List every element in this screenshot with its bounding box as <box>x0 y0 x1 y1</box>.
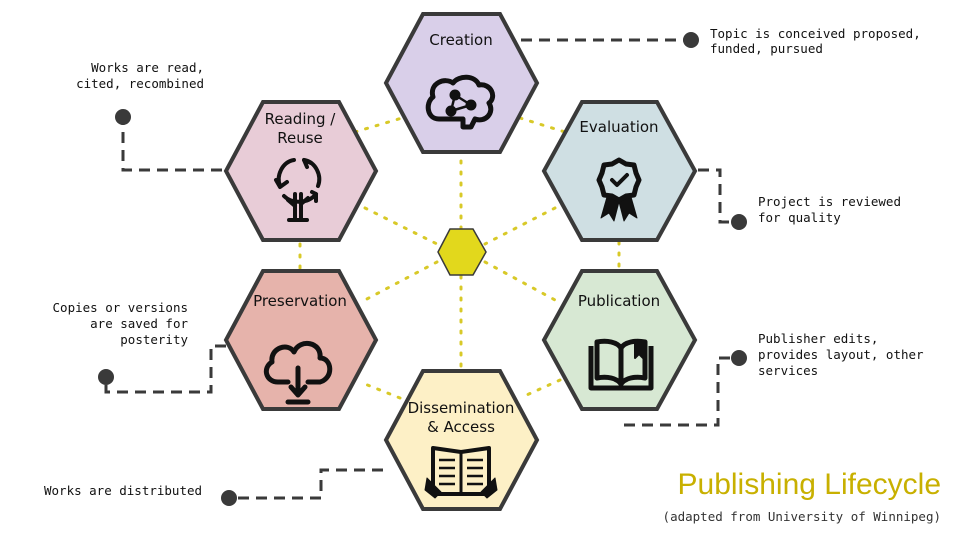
hex-dissemination: Dissemination & Access <box>383 369 540 511</box>
hex-publication-shape <box>541 269 698 411</box>
note-creation-1: Topic is conceived proposed, <box>710 26 921 41</box>
ring-reading-creation <box>353 116 404 134</box>
brain-network-icon <box>425 74 496 130</box>
leader-dot-creation <box>683 32 699 48</box>
leader-dot-dissemination <box>221 490 237 506</box>
note-preservation-2: are saved for <box>90 316 188 331</box>
diagram-subtitle: (adapted from University of Winnipeg) <box>663 509 941 524</box>
diagram-title: Publishing Lifecycle <box>678 468 941 501</box>
note-preservation-3: posterity <box>120 332 188 347</box>
leader-evaluation <box>698 168 738 224</box>
dotted-connectors <box>298 116 621 400</box>
spoke-reading <box>363 206 439 246</box>
hex-evaluation: Evaluation <box>541 100 698 242</box>
center-hexagon <box>437 228 487 276</box>
hex-creation-label: Creation <box>429 31 492 49</box>
hex-reading-shape <box>223 100 379 242</box>
note-evaluation-1: Project is reviewed <box>758 194 901 209</box>
note-dissemination-1: Works are distributed <box>44 483 202 498</box>
hex-dissemination-label-2: & Access <box>427 418 495 436</box>
note-publication-1: Publisher edits, <box>758 331 878 346</box>
spoke-preservation <box>363 260 439 302</box>
annotation-evaluation: Project is reviewed for quality <box>758 194 901 225</box>
ring-publication-dissemination <box>518 378 562 400</box>
annotation-publication: Publisher edits, provides layout, other … <box>758 331 924 378</box>
cloud-download-icon <box>263 341 333 405</box>
hex-dissemination-shape <box>383 369 540 511</box>
leader-dot-preservation <box>98 369 114 385</box>
hex-evaluation-label: Evaluation <box>579 118 658 136</box>
annotation-creation: Topic is conceived proposed, funded, pur… <box>710 26 921 56</box>
dashed-leaders <box>104 38 738 500</box>
note-publication-3: services <box>758 363 818 378</box>
note-evaluation-2: for quality <box>758 210 841 225</box>
hex-creation-shape <box>383 12 540 154</box>
hex-dissemination-label-1: Dissemination <box>408 399 515 417</box>
hex-creation: Creation <box>383 12 540 154</box>
hex-reading-label-1: Reading / <box>265 110 337 128</box>
award-ribbon-icon <box>596 157 642 222</box>
hex-reading: Reading / Reuse <box>223 100 379 242</box>
leader-dots <box>98 32 747 506</box>
annotation-reading: Works are read, cited, recombined <box>76 60 204 91</box>
leader-dot-publication <box>731 350 747 366</box>
note-publication-2: provides layout, other <box>758 347 924 362</box>
note-preservation-1: Copies or versions <box>53 300 188 315</box>
leader-dissemination <box>230 468 383 500</box>
note-reading-2: cited, recombined <box>76 76 204 91</box>
leader-publication <box>624 356 738 427</box>
person-reading-book-icon <box>424 446 498 499</box>
ring-creation-evaluation <box>518 116 567 134</box>
open-book-icon <box>588 338 654 391</box>
leader-reading <box>121 118 222 172</box>
tree-recycle-icon <box>274 158 322 222</box>
leader-preservation <box>104 344 226 394</box>
note-creation-2: funded, pursued <box>710 41 823 56</box>
ring-dissemination-preservation <box>358 380 402 400</box>
hex-preservation-label: Preservation <box>253 292 347 310</box>
annotation-dissemination: Works are distributed <box>44 483 202 498</box>
leader-dot-evaluation <box>731 214 747 230</box>
hex-preservation: Preservation <box>223 269 379 411</box>
leader-dot-reading <box>115 109 131 125</box>
hex-publication: Publication <box>541 269 698 411</box>
hex-preservation-shape <box>223 269 379 411</box>
note-reading-1: Works are read, <box>91 60 204 75</box>
hex-publication-label: Publication <box>578 292 660 310</box>
spoke-publication <box>483 260 557 302</box>
hex-reading-label-2: Reuse <box>277 129 323 147</box>
spoke-evaluation <box>483 206 557 246</box>
annotation-preservation: Copies or versions are saved for posteri… <box>53 300 189 347</box>
